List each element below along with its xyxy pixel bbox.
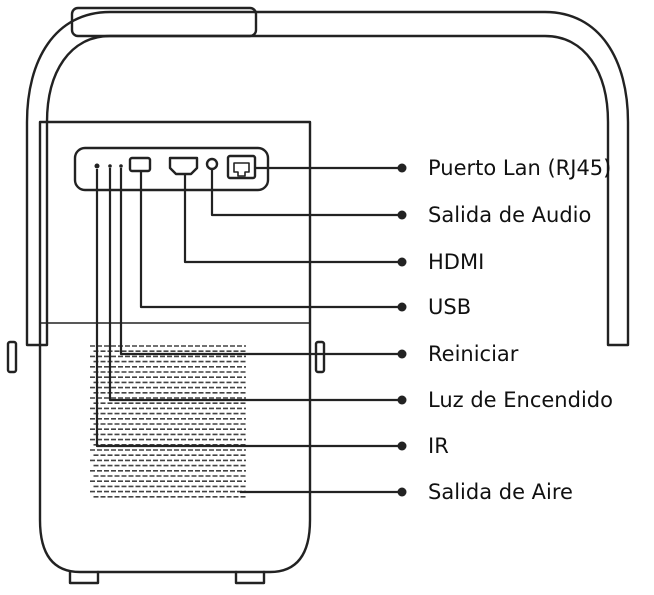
bullet-usb (397, 302, 407, 312)
leader-ir (95, 169, 402, 448)
label-air: Salida de Aire (428, 480, 573, 504)
label-ir: IR (428, 434, 449, 458)
bullet-air (397, 487, 407, 497)
leader-audio (210, 170, 402, 217)
label-usb: USB (428, 295, 472, 319)
leader-power-led (108, 168, 402, 402)
rj45-port (226, 154, 257, 180)
leader-usb (139, 172, 402, 309)
bullet-power-led (397, 395, 407, 405)
label-power-led: Luz de Encendido (428, 388, 613, 412)
leader-hdmi (183, 175, 402, 264)
leader-reset (119, 168, 402, 356)
bullet-lan (397, 163, 407, 173)
hdmi-port (168, 156, 199, 176)
bullet-audio (397, 210, 407, 220)
foot-left (68, 570, 100, 585)
handle-grip (70, 6, 258, 38)
reset-hole (119, 164, 123, 168)
right-knob (314, 340, 326, 374)
power-led (108, 164, 112, 168)
foot-right (234, 570, 266, 585)
audio-jack (205, 157, 219, 171)
usb-port (128, 156, 152, 173)
ir-sensor (94, 163, 100, 169)
label-hdmi: HDMI (428, 250, 485, 274)
label-audio: Salida de Audio (428, 203, 592, 227)
label-lan: Puerto Lan (RJ45) (428, 156, 612, 180)
bullet-reset (397, 349, 407, 359)
left-knob (6, 340, 18, 374)
bullet-hdmi (397, 257, 407, 267)
vent-grille (90, 345, 246, 498)
projector-body (38, 120, 312, 574)
label-reset: Reiniciar (428, 342, 519, 366)
bullet-ir (397, 441, 407, 451)
